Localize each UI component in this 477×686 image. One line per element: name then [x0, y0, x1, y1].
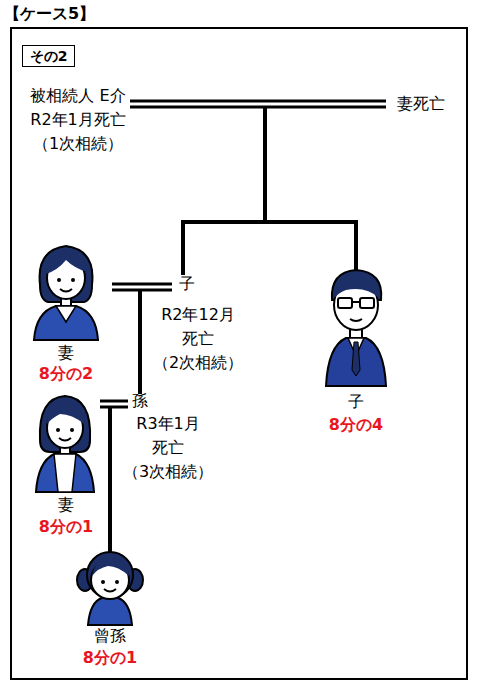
collar — [56, 306, 76, 322]
glasses-bridge — [352, 301, 360, 303]
descent-line — [181, 222, 185, 275]
marriage-line — [100, 400, 128, 403]
mouth — [60, 289, 72, 292]
tie — [352, 342, 360, 376]
eye — [101, 580, 105, 584]
eye — [115, 580, 119, 584]
family-lines — [100, 101, 386, 553]
glasses — [338, 298, 352, 308]
share-label: 8分の1 — [83, 647, 137, 669]
mouth — [104, 589, 116, 592]
marriage-line — [130, 100, 386, 103]
decedent-note: 被相続人 E介 R2年1月死亡 （1次相続） — [30, 84, 125, 156]
share-label: 8分の4 — [329, 414, 383, 436]
death-note: R3年1月 死亡 （3次相続） — [123, 412, 213, 484]
hair-top — [334, 272, 379, 298]
share-label: 8分の2 — [39, 363, 93, 385]
descent-line — [181, 220, 358, 224]
jacket — [34, 306, 98, 340]
descent-line — [138, 290, 142, 394]
great-grandchild-figure — [77, 552, 143, 625]
descent-line — [263, 107, 267, 222]
hair — [40, 396, 90, 452]
descent-line — [108, 407, 112, 553]
mouth — [59, 438, 71, 441]
jacket — [326, 338, 386, 386]
hair — [40, 246, 93, 302]
wife-figure — [34, 246, 98, 340]
person-label: 孫 — [132, 390, 148, 412]
part-box: その2 — [22, 45, 75, 67]
marriage-line — [112, 283, 172, 286]
bangs — [47, 403, 84, 424]
person-label: 子 — [348, 391, 364, 413]
part-title: その2 — [30, 46, 68, 66]
son-figure — [326, 270, 386, 386]
hair — [87, 552, 133, 598]
person-label: 曾孫 — [94, 625, 126, 647]
shirt — [54, 454, 76, 492]
share-label: 8分の1 — [39, 516, 93, 538]
person-label: 妻死亡 — [397, 93, 445, 115]
mouth — [350, 319, 362, 321]
grandson-wife-figure — [36, 396, 94, 492]
cardigan — [36, 454, 94, 492]
person-label: 子 — [179, 273, 195, 295]
bangs — [46, 254, 87, 274]
bangs — [92, 557, 129, 576]
descent-line — [354, 222, 358, 272]
marriage-line — [130, 106, 386, 109]
person-label: 妻 — [58, 342, 74, 364]
eye — [71, 278, 75, 282]
eye — [56, 428, 60, 432]
person-label: 妻 — [58, 494, 74, 516]
glasses — [360, 298, 374, 308]
eye — [70, 428, 74, 432]
marriage-line — [100, 406, 128, 409]
death-note: R2年12月 死亡 （2次相続） — [153, 303, 243, 375]
case-heading: 【ケース5】 — [4, 4, 95, 24]
dress — [88, 598, 132, 625]
eye — [57, 278, 61, 282]
